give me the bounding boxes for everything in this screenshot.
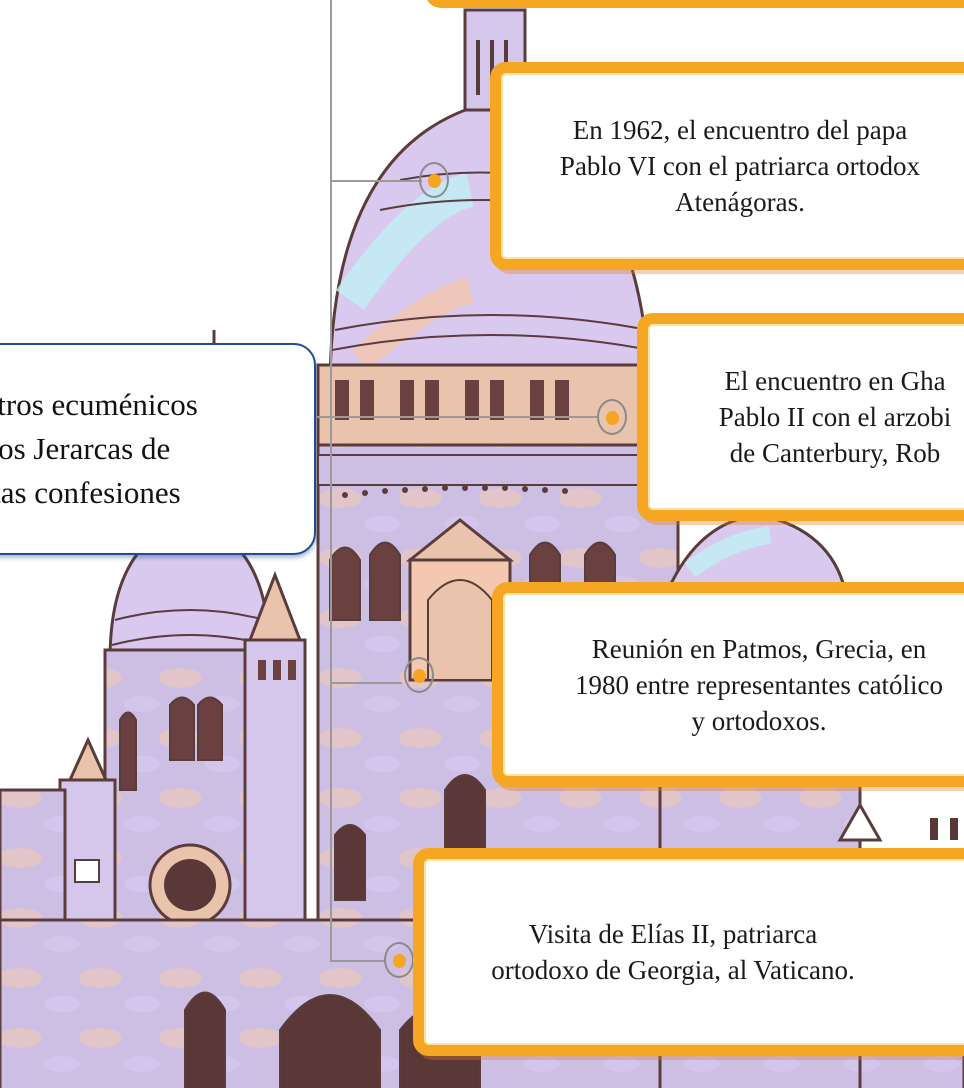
event-ghana-line-1: El encuentro en Gha — [724, 366, 946, 396]
event-box-pablo-vi[interactable]: En 1962, el encuentro del papa Pablo VI … — [490, 62, 964, 270]
event-box-elias-ii[interactable]: Visita de Elías II, patriarca ortodoxo d… — [413, 848, 964, 1056]
connector-node-3 — [404, 657, 434, 693]
event-elias-ii-line-1: Visita de Elías II, patriarca — [528, 919, 818, 949]
event-text-patmos: Reunión en Patmos, Grecia, en 1980 entre… — [541, 631, 943, 739]
central-topic-line-1: entros ecuménicos — [0, 387, 198, 422]
event-ghana-line-3: de Canterbury, Rob — [729, 438, 941, 468]
central-topic-line-2: e los Jerarcas de — [0, 431, 171, 466]
branch-line-2 — [314, 416, 599, 418]
event-box-patmos[interactable]: Reunión en Patmos, Grecia, en 1980 entre… — [492, 582, 964, 787]
event-pablo-vi-line-3: Atenágoras. — [675, 187, 805, 217]
event-patmos-line-3: y ortodoxos. — [691, 705, 827, 736]
central-topic-text: entros ecuménicos e los Jerarcas de inta… — [0, 383, 198, 515]
connector-node-4 — [384, 942, 414, 978]
event-text-pablo-vi: En 1962, el encuentro del papa Pablo VI … — [560, 112, 920, 220]
event-box-ghana[interactable]: El encuentro en Gha Pablo II con el arzo… — [637, 313, 964, 521]
event-pablo-vi-line-1: En 1962, el encuentro del papa — [572, 115, 908, 145]
event-elias-ii-line-2: ortodoxo de Georgia, al Vaticano. — [491, 955, 855, 985]
connector-node-2 — [597, 399, 627, 435]
event-patmos-line-2: 1980 entre representantes católico — [574, 669, 944, 700]
trunk-line — [330, 0, 332, 962]
central-topic-box[interactable]: entros ecuménicos e los Jerarcas de inta… — [0, 343, 316, 555]
central-topic-line-3: intas confesiones — [0, 475, 181, 510]
branch-line-3 — [330, 682, 402, 684]
event-ghana-line-2: Pablo II con el arzobi — [718, 402, 952, 432]
event-text-elias-ii: Visita de Elías II, patriarca ortodoxo d… — [491, 916, 914, 988]
event-text-ghana: El encuentro en Gha Pablo II con el arzo… — [683, 363, 951, 471]
event-pablo-vi-line-2: Pablo VI con el patriarca ortodox — [559, 151, 921, 181]
connector-node-1 — [419, 162, 449, 198]
event-box-partial-top — [425, 0, 964, 8]
event-patmos-line-1: Reunión en Patmos, Grecia, en — [591, 633, 927, 664]
branch-line-4 — [330, 960, 385, 962]
branch-line-1 — [330, 180, 422, 182]
